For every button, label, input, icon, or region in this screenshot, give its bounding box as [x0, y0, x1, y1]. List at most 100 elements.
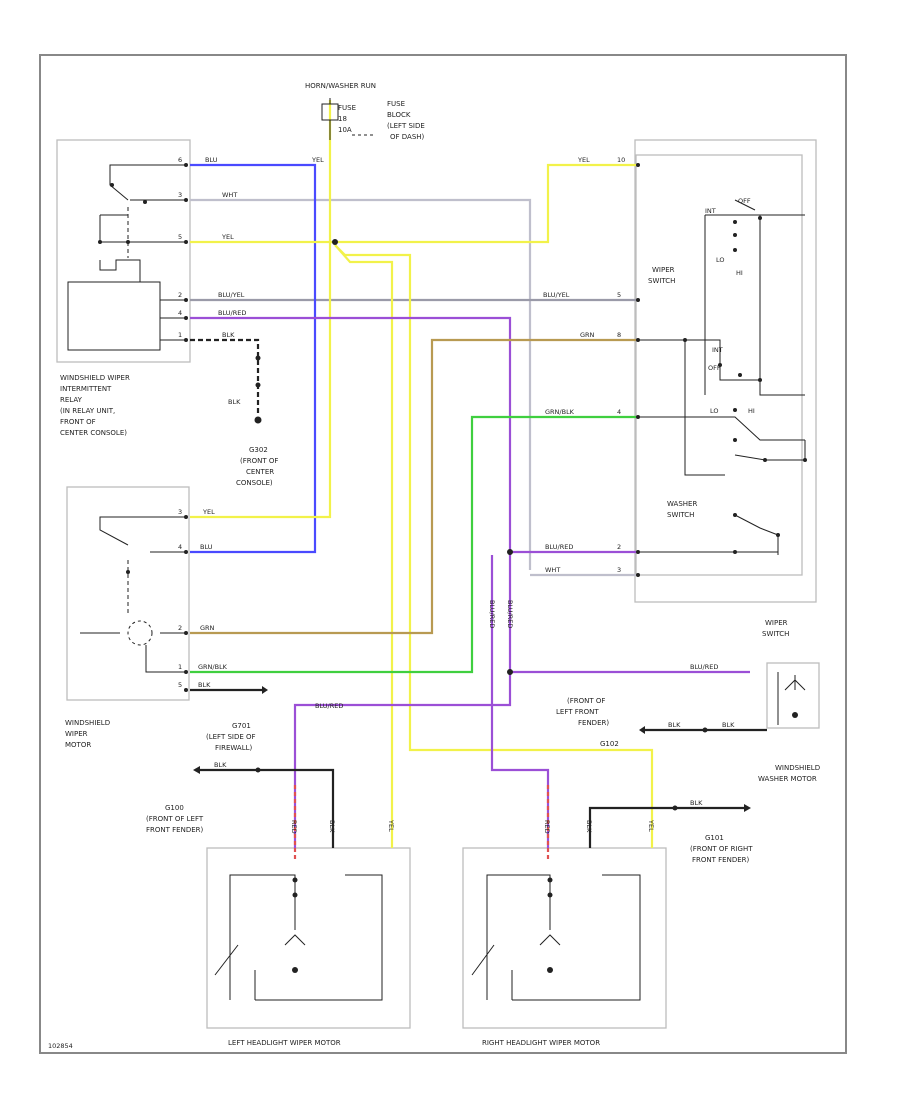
fuse-location-line: OF DASH): [390, 133, 425, 141]
wire-blk-right: [588, 806, 745, 848]
switch-node: [683, 338, 687, 342]
pin-number: 5: [617, 291, 621, 299]
switch-node: [733, 550, 737, 554]
ground-symbol-g101: [744, 804, 751, 812]
relay-node: [98, 240, 102, 244]
wiper-motor-box: [66, 486, 190, 701]
relay-node: [110, 183, 114, 187]
junction-dot: [672, 805, 678, 811]
wire-label: BLU/YEL: [543, 291, 570, 299]
relay-label-line: RELAY: [60, 396, 83, 404]
ground-label-g701: (LEFT SIDE OF: [206, 733, 256, 741]
wire-yel-motor: [190, 100, 332, 519]
relay-coil-lead: [99, 259, 141, 282]
wire-label: BLU/RED: [545, 543, 573, 551]
diagram-code: 102854: [48, 1042, 73, 1050]
wire-grn: [190, 338, 636, 635]
switch-node: [733, 438, 737, 442]
left-headlight-motor-node: [292, 967, 298, 973]
wire-label: BLU/YEL: [218, 291, 245, 299]
switch-internal-e: [734, 454, 805, 555]
motor-label-line: MOTOR: [65, 741, 91, 749]
junction-dot: [292, 877, 298, 883]
left-headlight-internal: [229, 874, 383, 1001]
fuse-number: 18: [338, 115, 347, 123]
washer-motor-label: WINDSHIELD: [775, 764, 820, 772]
switch-position-off2: OFF: [708, 364, 721, 372]
right-headlight-motor-label: RIGHT HEADLIGHT WIPER MOTOR: [482, 1039, 600, 1047]
switch-node: [758, 378, 762, 382]
pin-number: 5: [178, 233, 182, 241]
switch-node: [738, 373, 742, 377]
switch-position-lo2: LO: [710, 407, 719, 415]
junction-dot: [702, 727, 708, 733]
motor-ground-lead: [145, 645, 186, 673]
junction-dot: [507, 549, 513, 555]
fuse-location-line: BLOCK: [387, 111, 411, 119]
switch-node: [733, 408, 737, 412]
fuse-location-line: (LEFT SIDE: [387, 122, 425, 130]
wire-wht: [190, 198, 532, 570]
switch-node: [776, 533, 780, 537]
wire-label: BLU/RED: [690, 663, 718, 671]
wiper-switch-inner-box: [635, 154, 803, 576]
wire-label: BLK: [722, 721, 735, 729]
fuse-tag: FUSE: [338, 104, 356, 112]
wire-label: BLU: [205, 156, 218, 164]
ground-label-g302: G302: [249, 446, 268, 454]
junction-dot: [255, 767, 261, 773]
junction-dot: [507, 669, 513, 675]
pin-number: 3: [178, 508, 182, 516]
pin-number: 1: [178, 663, 182, 671]
ground-label-g101: FRONT FENDER): [692, 856, 749, 864]
switch-internal-b: [734, 199, 761, 395]
wire-yel-switch: [190, 163, 636, 244]
motor-node: [126, 570, 130, 574]
wire-label: GRN/BLK: [545, 408, 575, 416]
wire-label: GRN: [580, 331, 595, 339]
junction-dot: [255, 355, 261, 361]
ground-symbol-motor: [262, 686, 268, 694]
switch-node: [733, 220, 737, 224]
switch-position-hi2: HI: [748, 407, 755, 415]
relay-label-line: INTERMITTENT: [60, 385, 112, 393]
ground-label-g101: (FRONT OF RIGHT: [690, 845, 753, 853]
washer-motor-symbol: [784, 675, 806, 691]
switch-position-lo: LO: [716, 256, 725, 264]
wire-label: YEL: [202, 508, 215, 516]
switch-position-off: OFF: [738, 197, 751, 205]
washer-motor-box: [766, 662, 820, 729]
relay-label-line: CENTER CONSOLE): [60, 429, 127, 437]
switch-internal-d: [640, 340, 806, 476]
ground-label-g302: CONSOLE): [236, 479, 273, 487]
relay-switch-contact: [109, 164, 186, 201]
switch-node: [733, 233, 737, 237]
wiper-switch-outer-box: [634, 139, 817, 603]
wire-yel-left-hl: [334, 244, 394, 848]
motor-armature: [127, 620, 153, 646]
wire-label: GRN/BLK: [198, 663, 228, 671]
wire-label: BLK: [214, 761, 227, 769]
pin-number: 4: [178, 543, 182, 551]
switch-node: [763, 458, 767, 462]
switch-node: [733, 248, 737, 252]
pin-number: 8: [617, 331, 621, 339]
relay-label-line: FRONT OF: [60, 418, 96, 426]
wire-label: BLU: [200, 543, 213, 551]
switch-node: [758, 216, 762, 220]
switch-pin-markers: [636, 163, 640, 577]
motor-pin-markers: [184, 515, 188, 692]
wire-label: WHT: [545, 566, 560, 574]
relay-coil: [67, 281, 161, 351]
ground-symbol-g302: [254, 416, 262, 424]
wire-grn-blk: [190, 415, 636, 674]
right-headlight-switch: [471, 944, 513, 1000]
relay-box: [56, 139, 191, 363]
pin-number: 2: [617, 543, 621, 551]
left-headlight-motor-label: LEFT HEADLIGHT WIPER MOTOR: [228, 1039, 341, 1047]
washer-motor-node: [792, 712, 798, 718]
inner-switch-label: SWITCH: [648, 277, 675, 285]
ground-symbol-g701: [193, 766, 200, 774]
junction-dot: [332, 239, 338, 245]
